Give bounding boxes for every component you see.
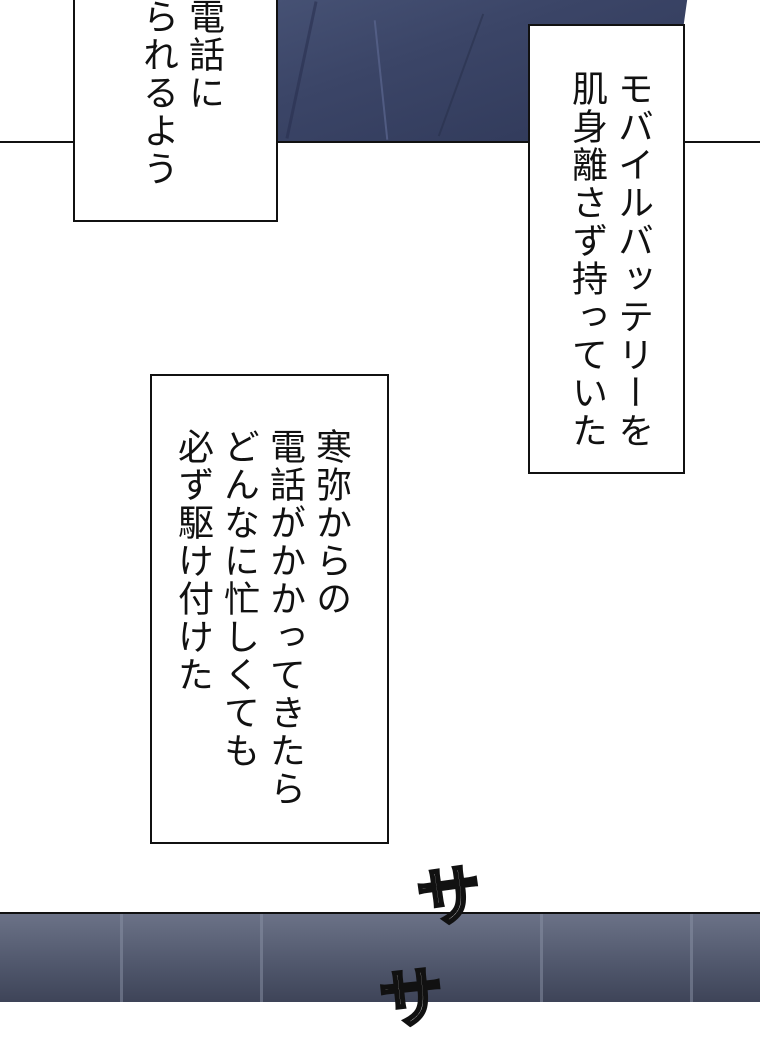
caption-1-text: 電話に られるよう <box>134 0 226 188</box>
sound-effect-1: サ <box>412 855 489 940</box>
art-stripe <box>260 914 263 1002</box>
caption-3-line-2: 電話がかかってきたら <box>264 428 305 808</box>
art-stripe <box>690 914 693 1002</box>
art-stripe <box>120 914 123 1002</box>
caption-box-1: 電話に られるよう <box>73 0 278 222</box>
art-stripe <box>540 914 543 1002</box>
caption-2-line-1: モバイルバッテリーを <box>612 70 653 450</box>
caption-1-line-1: 電話に <box>183 0 224 112</box>
caption-3-text: 寒弥からの 電話がかかってきたら どんなに忙しくても 必ず駆け付けた <box>169 428 353 808</box>
caption-1-line-2: られるよう <box>137 0 178 188</box>
caption-3-line-1: 寒弥からの <box>310 428 351 618</box>
caption-3-line-3: どんなに忙しくても <box>218 428 259 770</box>
caption-box-3: 寒弥からの 電話がかかってきたら どんなに忙しくても 必ず駆け付けた <box>150 374 389 844</box>
caption-2-text: モバイルバッテリーを 肌身離さず持っていた <box>563 70 655 450</box>
caption-box-2: モバイルバッテリーを 肌身離さず持っていた <box>528 24 685 474</box>
caption-3-line-4: 必ず駆け付けた <box>172 428 213 694</box>
panel-border <box>0 141 760 143</box>
caption-2-line-2: 肌身離さず持っていた <box>566 70 607 450</box>
bottom-panel-art <box>0 912 760 1002</box>
